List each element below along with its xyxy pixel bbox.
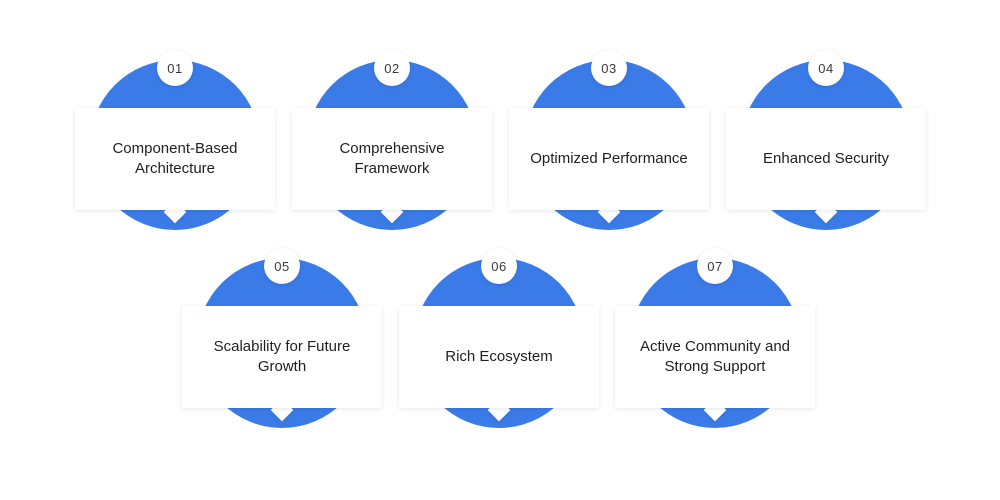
number-badge: 05 (264, 248, 300, 284)
feature-number: 05 (274, 258, 290, 274)
number-badge: 02 (374, 50, 410, 86)
feature-label: Optimized Performance (530, 150, 688, 167)
feature-number: 04 (818, 60, 834, 76)
feature-number: 02 (384, 60, 400, 76)
feature-card: Enhanced Security (726, 108, 926, 210)
feature-card: Scalability for Future Growth (182, 306, 382, 408)
feature-label: Scalability for Future Growth (213, 338, 351, 375)
feature-card: Active Community and Strong Support (615, 306, 815, 408)
feature-card: Comprehensive Framework (292, 108, 492, 210)
feature-label: Enhanced Security (763, 150, 889, 167)
feature-06: Rich Ecosystem 06 (399, 248, 599, 448)
feature-03: Optimized Performance 03 (509, 50, 709, 250)
feature-number: 07 (707, 258, 723, 274)
number-badge: 04 (808, 50, 844, 86)
number-badge: 01 (157, 50, 193, 86)
feature-card: Rich Ecosystem (399, 306, 599, 408)
feature-01: Component-Based Architecture 01 (75, 50, 275, 250)
number-badge: 03 (591, 50, 627, 86)
feature-number: 03 (601, 60, 617, 76)
feature-label: Component-Based Architecture (112, 140, 238, 177)
feature-card: Optimized Performance (509, 108, 709, 210)
feature-07: Active Community and Strong Support 07 (615, 248, 815, 448)
feature-02: Comprehensive Framework 02 (292, 50, 492, 250)
feature-label: Comprehensive Framework (339, 140, 445, 177)
feature-number: 06 (491, 258, 507, 274)
feature-number: 01 (167, 60, 183, 76)
number-badge: 07 (697, 248, 733, 284)
feature-label: Rich Ecosystem (445, 348, 553, 365)
feature-label: Active Community and Strong Support (639, 338, 791, 375)
feature-05: Scalability for Future Growth 05 (182, 248, 382, 448)
number-badge: 06 (481, 248, 517, 284)
feature-04: Enhanced Security 04 (726, 50, 926, 250)
feature-card: Component-Based Architecture (75, 108, 275, 210)
